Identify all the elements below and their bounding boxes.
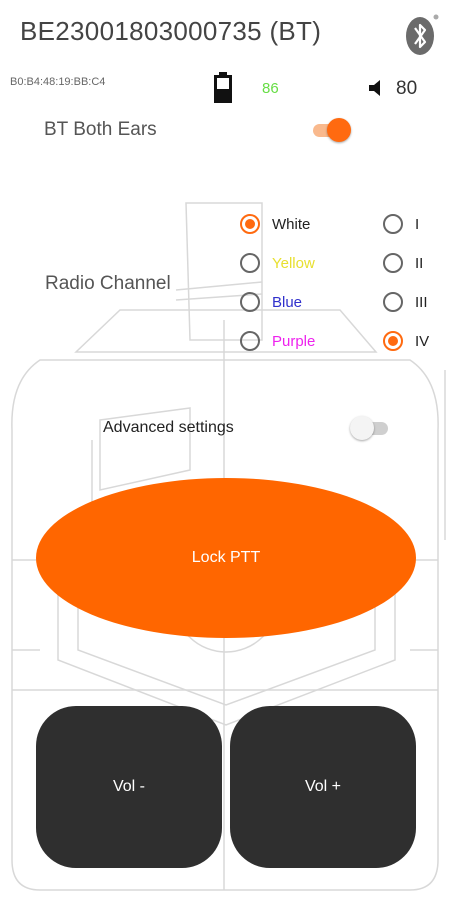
toggle-thumb [350, 416, 374, 440]
radio-button-icon [383, 292, 403, 312]
volume-level: 80 [396, 78, 418, 99]
radio-label: Purple [272, 332, 316, 350]
battery-icon [214, 72, 232, 103]
both-ears-toggle[interactable] [309, 117, 351, 143]
radio-label: White [272, 215, 311, 233]
toggle-thumb [327, 118, 351, 142]
radio-channel-iii[interactable]: III [383, 288, 428, 316]
radio-white[interactable]: White [240, 210, 310, 238]
radio-blue[interactable]: Blue [240, 288, 302, 316]
mac-address: B0:B4:48:19:BB:C4 [10, 76, 106, 88]
lock-ptt-button[interactable]: Lock PTT [36, 478, 416, 638]
radio-label: II [415, 254, 424, 272]
battery-level: 86 [262, 80, 279, 97]
radio-label: I [415, 215, 420, 233]
radio-button-icon [383, 253, 403, 273]
radio-label: Blue [272, 293, 303, 311]
radio-channel-i[interactable]: I [383, 210, 419, 238]
speaker-icon [369, 80, 380, 96]
radio-label: IV [415, 332, 430, 350]
volume-up-button[interactable]: Vol + [230, 706, 416, 868]
radio-button-icon [240, 331, 260, 351]
radio-channel-ii[interactable]: II [383, 249, 423, 277]
radio-label: Yellow [272, 254, 315, 272]
radio-channel-label: Radio Channel [45, 273, 171, 294]
advanced-settings-toggle[interactable] [350, 415, 392, 441]
radio-button-icon [240, 292, 260, 312]
radio-label: III [415, 293, 428, 311]
both-ears-label: BT Both Ears [44, 119, 157, 140]
advanced-settings-label: Advanced settings [103, 419, 234, 436]
bluetooth-icon[interactable] [404, 12, 440, 56]
radio-button-icon [240, 253, 260, 273]
radio-channel-iv[interactable]: IV [383, 327, 429, 355]
radio-button-icon [383, 331, 403, 351]
radio-yellow[interactable]: Yellow [240, 249, 315, 277]
device-title: BE23001803000735 (BT) [20, 16, 322, 46]
radio-button-icon [383, 214, 403, 234]
volume-up-label: Vol + [304, 778, 342, 795]
radio-purple[interactable]: Purple [240, 327, 315, 355]
lock-ptt-label: Lock PTT [191, 549, 261, 566]
radio-button-icon [240, 214, 260, 234]
volume-down-label: Vol - [112, 778, 145, 795]
volume-down-button[interactable]: Vol - [36, 706, 222, 868]
